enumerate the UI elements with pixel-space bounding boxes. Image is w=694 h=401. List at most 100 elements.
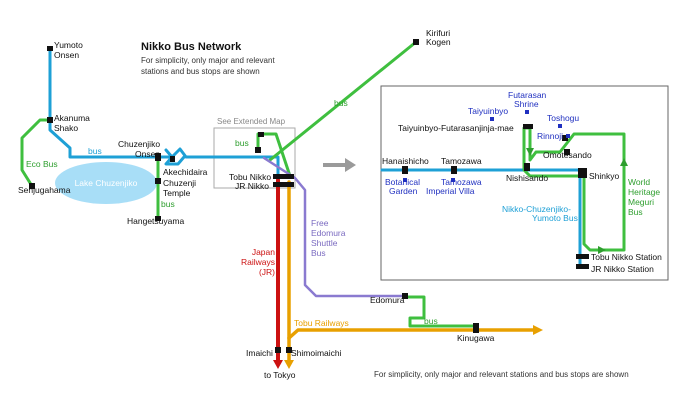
- station-marker-chuzenji-temple[interactable]: [155, 178, 161, 184]
- station-chuzenjiko-line-1: Chuzenjiko: [118, 139, 160, 149]
- jr-label-line-2: Railways: [241, 257, 275, 267]
- inset-omotesando: Omotesando: [543, 150, 592, 160]
- poi-botanical-icon: [403, 178, 407, 182]
- tobu-label: Tobu Railways: [294, 318, 349, 328]
- poi-toshogu-icon: [558, 124, 562, 128]
- to-tokyo-label: to Tokyo: [264, 370, 296, 380]
- inset-meguri-arrow-icon-2: [598, 246, 606, 254]
- shuttle-label-line-2: Edomura: [311, 228, 346, 238]
- inset-botanical-line-2: Garden: [389, 186, 418, 196]
- inset-meguri-arrow-icon-3: [526, 148, 534, 156]
- poi-taiyuinbyo-icon: [490, 117, 494, 121]
- footer-note: For simplicity, only major and relevant …: [374, 370, 629, 379]
- station-chuzenjiko-line-2: Onsen: [135, 149, 160, 159]
- inset-marker-tobu-nikko-station[interactable]: [576, 254, 589, 259]
- lake-chuzenjiko: [55, 162, 157, 204]
- station-akanuma-line-1: Akanuma: [54, 113, 90, 123]
- station-shimoimaichi: Shimoimaichi: [291, 348, 342, 358]
- station-marker-chuzenjiko[interactable]: [155, 153, 161, 161]
- shuttle-label-line-3: Shuttle: [311, 238, 338, 248]
- extended-map-arrow-icon: [323, 158, 356, 172]
- shuttle-label-line-4: Bus: [311, 248, 326, 258]
- station-marker-senjugahama[interactable]: [29, 183, 35, 189]
- inset-futarasan-line-1: Futarasan: [508, 90, 547, 100]
- inset-taiyuinbyo: Taiyuinbyo: [468, 106, 508, 116]
- inset-marker-shinkyo[interactable]: [578, 168, 587, 178]
- station-kinugawa: Kinugawa: [457, 333, 495, 343]
- jr-arrow-icon: [273, 360, 283, 369]
- inset-marker-taiyuinbyo-mae[interactable]: [523, 124, 533, 129]
- inset-marker-jr-nikko-station[interactable]: [576, 264, 589, 269]
- station-kirifuri-line-2: Kogen: [426, 37, 451, 47]
- inset-meguri-line-1: World: [628, 177, 650, 187]
- station-marker-hangetsuyama[interactable]: [155, 216, 161, 221]
- inset-hanaishicho: Hanaishicho: [382, 156, 429, 166]
- inset-meguri-line-2: Heritage: [628, 187, 660, 197]
- inset-yumoto-bus-line-2: Yumoto Bus: [532, 213, 578, 223]
- station-marker-tobu-nikko[interactable]: [273, 174, 294, 179]
- eco-bus-label: Eco Bus: [26, 159, 58, 169]
- inset-jr-nikko-station: JR Nikko Station: [591, 264, 654, 274]
- inset-tobu-nikko-station: Tobu Nikko Station: [591, 252, 662, 262]
- station-edomura: Edomura: [370, 295, 405, 305]
- inset-yumoto-bus-line-1: Nikko-Chuzenjiko-: [502, 204, 571, 214]
- inset-taiyuinbyo-futarasanjinja-mae: Taiyuinbyo-Futarasanjinja-mae: [398, 123, 514, 133]
- station-akechidaira: Akechidaira: [163, 167, 208, 177]
- bus-line-box-loop: [256, 132, 292, 178]
- bus-line-kirifuri: [268, 40, 418, 162]
- poi-rinnoji-icon: [566, 134, 570, 138]
- station-senjugahama: Senjugahama: [18, 185, 71, 195]
- bus-hangetsuyama-label: bus: [161, 199, 175, 209]
- station-marker-kinugawa[interactable]: [473, 323, 479, 333]
- inset-toshogu: Toshogu: [547, 113, 579, 123]
- map-title: Nikko Bus Network: [141, 41, 242, 53]
- station-imaichi: Imaichi: [246, 348, 273, 358]
- station-chuzenji-temple-line-1: Chuzenji: [163, 178, 196, 188]
- inset-futarasan-line-2: Shrine: [514, 99, 539, 109]
- station-chuzenji-temple-line-2: Temple: [163, 188, 191, 198]
- inset-marker-omotesando[interactable]: [564, 149, 570, 155]
- bus-main-label: bus: [88, 146, 102, 156]
- tobu-arrow-icon: [284, 360, 294, 369]
- bus-line-kinugawa: [403, 295, 478, 328]
- bus-line-blue-loop: [164, 148, 186, 166]
- inset-marker-nishisando[interactable]: [524, 163, 530, 171]
- station-yumoto-line-1: Yumoto: [54, 40, 83, 50]
- station-marker-jr-nikko[interactable]: [273, 182, 294, 187]
- station-marker-yumoto[interactable]: [47, 46, 53, 51]
- inset-villa-line-2: Imperial Villa: [426, 186, 475, 196]
- station-jr-nikko: JR Nikko: [235, 181, 269, 191]
- inset-meguri-arrow-icon: [620, 158, 628, 166]
- station-marker-imaichi[interactable]: [275, 347, 281, 353]
- station-tobu-nikko: Tobu Nikko: [229, 172, 271, 182]
- inset-marker-rinnoji[interactable]: [562, 135, 568, 141]
- inset-marker-tamozawa[interactable]: [451, 166, 457, 174]
- map-subtitle-line-1: For simplicity, only major and relevant: [141, 56, 275, 65]
- inset-meguri-line-4: Bus: [628, 207, 643, 217]
- shuttle-label-line-1: Free: [311, 218, 329, 228]
- station-marker-kirifuri[interactable]: [413, 39, 419, 45]
- bus-line-blue: [48, 46, 280, 178]
- poi-villa-icon: [451, 178, 455, 182]
- inset-meguri-line-3: Meguri: [628, 197, 654, 207]
- station-akanuma-line-2: Shako: [54, 123, 78, 133]
- jr-label-line-3: (JR): [259, 267, 275, 277]
- inset-marker-hanaishicho[interactable]: [402, 166, 408, 174]
- tobu-kinugawa-arrow-icon: [533, 325, 543, 335]
- inset-rinnoji: Rinnoji: [537, 131, 563, 141]
- station-marker-akanuma[interactable]: [47, 117, 53, 123]
- station-marker-box-2[interactable]: [258, 132, 264, 137]
- jr-label-line-1: Japan: [252, 247, 275, 257]
- station-marker-box-1[interactable]: [255, 147, 261, 153]
- station-marker-shimoimaichi[interactable]: [286, 347, 292, 353]
- tobu-kinugawa-line: [287, 328, 536, 340]
- station-marker-edomura[interactable]: [402, 293, 408, 299]
- extended-map-label: See Extended Map: [217, 117, 286, 126]
- inset-shinkyo: Shinkyo: [589, 171, 620, 181]
- bus-kirifuri-label: bus: [334, 98, 348, 108]
- station-marker-akechidaira[interactable]: [170, 156, 175, 162]
- eco-bus-line: [20, 118, 52, 188]
- inset-tamozawa: Tamozawa: [441, 156, 482, 166]
- station-kirifuri-line-1: Kirifuri: [426, 28, 450, 38]
